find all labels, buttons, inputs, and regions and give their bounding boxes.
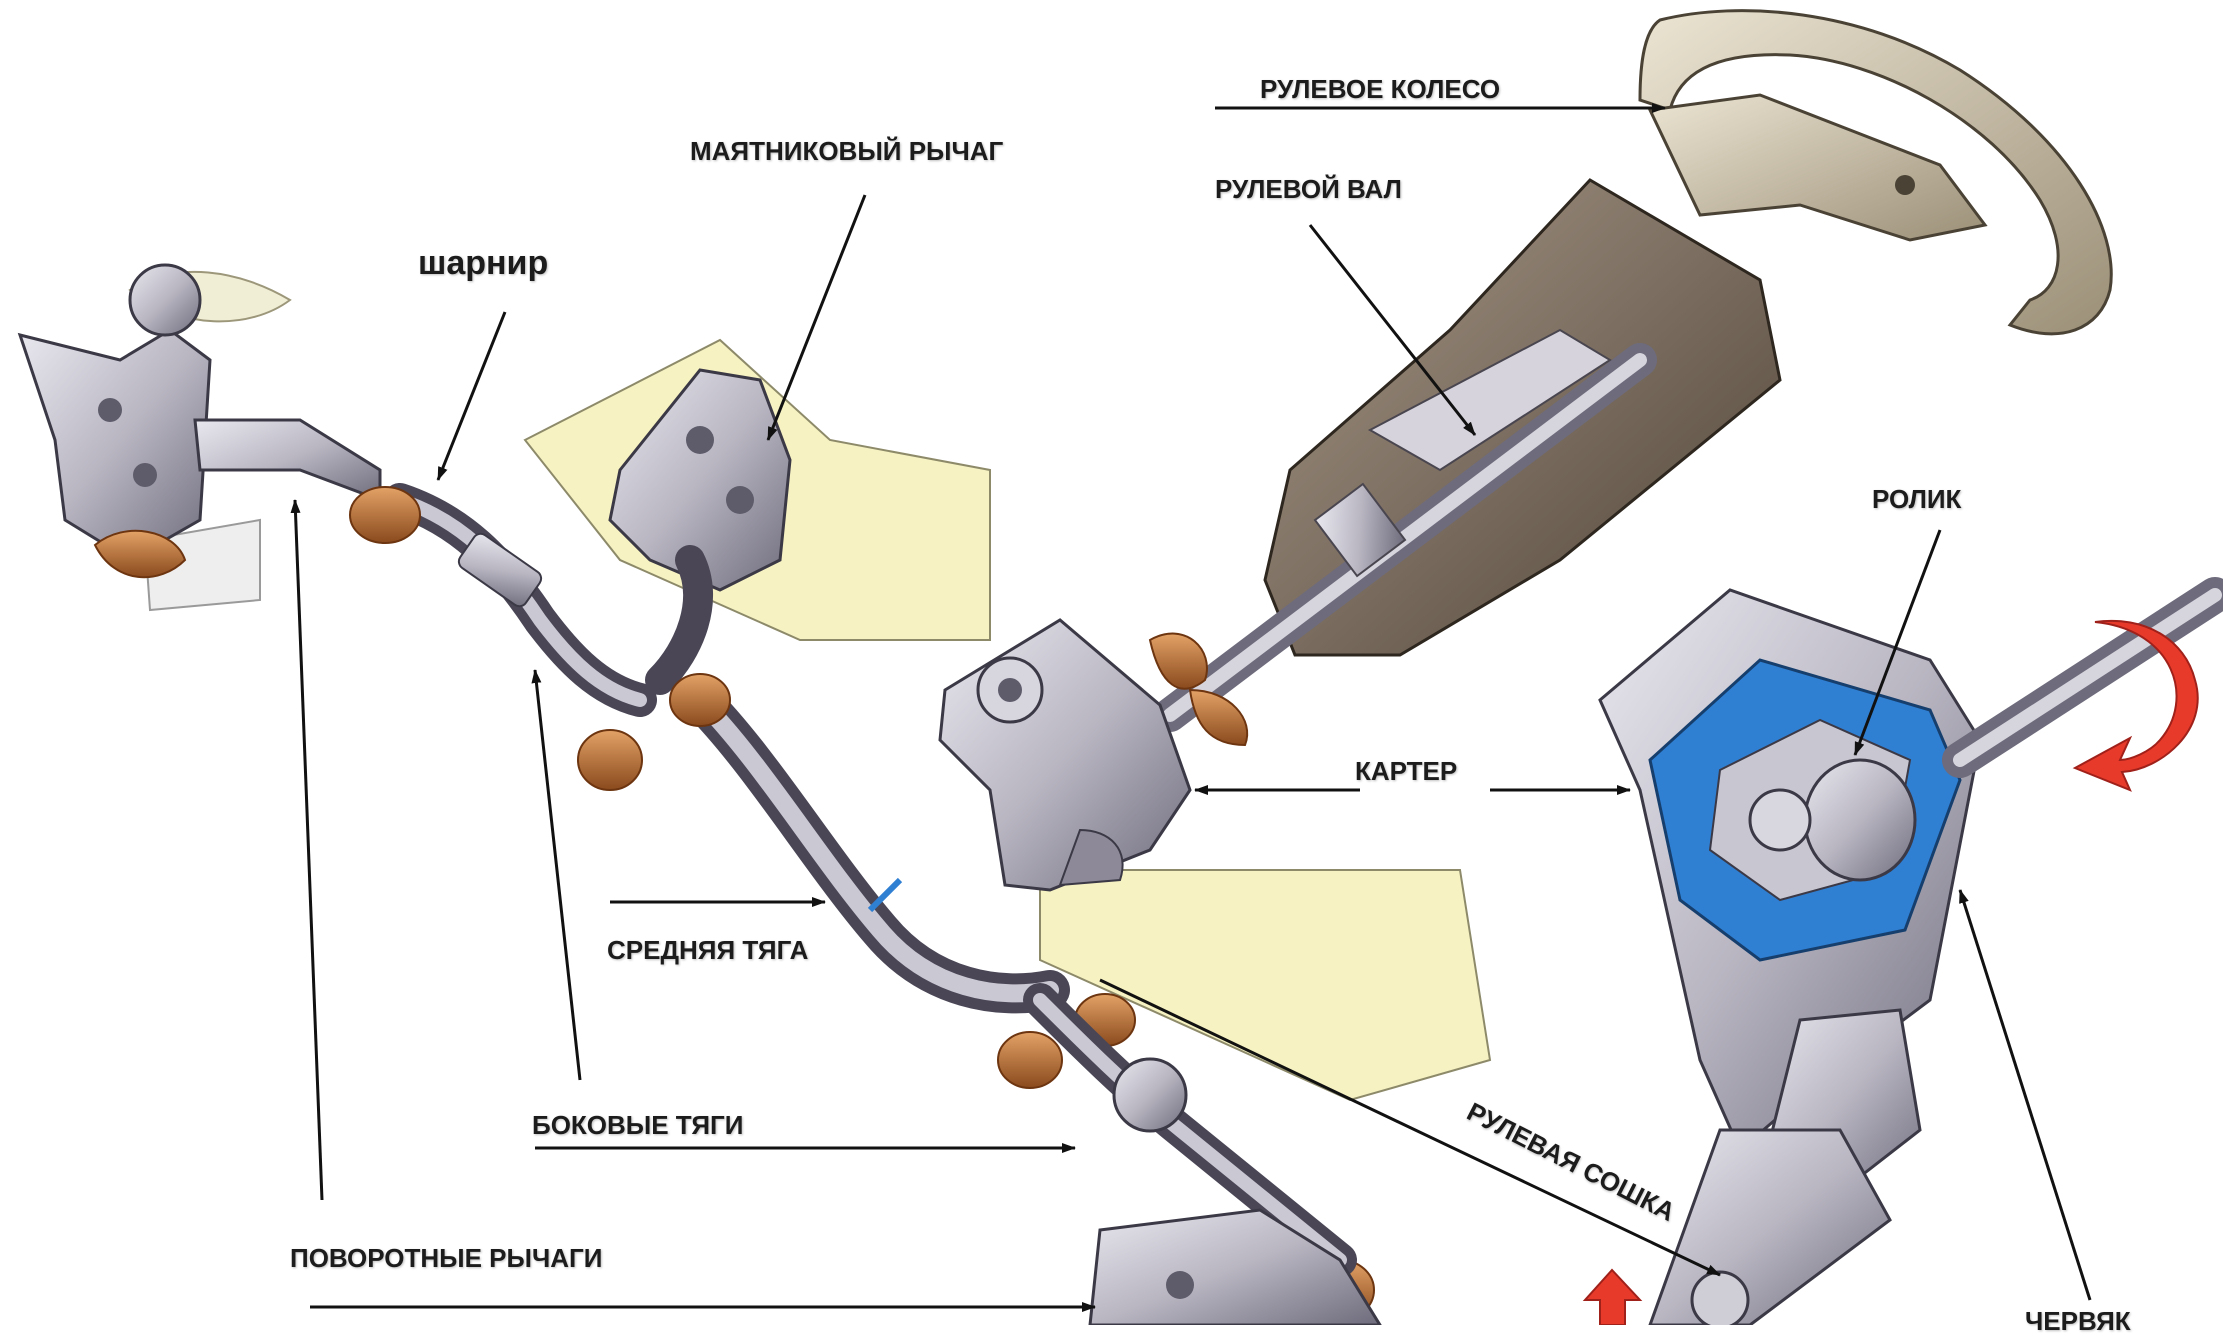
- leader-chervyak: [1958, 889, 2092, 1301]
- leader-rolik: [1853, 529, 1942, 756]
- leader-sharnir: [436, 311, 507, 481]
- leader-bokovye-tyagi-up: [531, 669, 582, 1081]
- steering-shaft: [1148, 343, 1657, 747]
- leader-rulevaya-soshka: [1099, 978, 1721, 1277]
- up-arrow-icon: [1582, 1268, 1643, 1325]
- curved-arrow-icon: [2072, 619, 2199, 792]
- label-rulevoe-koleso: РУЛЕВОЕ КОЛЕСО: [1260, 74, 1501, 104]
- label-karter: КАРТЕР: [1355, 756, 1458, 786]
- label-rulevoy-val: РУЛЕВОЙ ВАЛ: [1215, 174, 1402, 204]
- label-mayatnikovy-rychag: МАЯТНИКОВЫЙ РЫЧАГ: [690, 136, 1004, 166]
- center-link: [680, 680, 1070, 1014]
- leader-lines: [290, 103, 2092, 1312]
- label-bokovye-tyagi: БОКОВЫЕ ТЯГИ: [532, 1110, 744, 1140]
- pitman-arm: [1648, 1128, 1892, 1325]
- leader-rulevoy-val: [1308, 224, 1477, 436]
- worm-gearbox: [1598, 577, 2223, 1202]
- leader-povorotnye-rychagi-up: [290, 499, 324, 1201]
- label-sharnir: шарнир: [418, 244, 549, 282]
- label-srednyaya-tyaga: СРЕДНЯЯ ТЯГА: [607, 935, 809, 965]
- body-panels: [128, 270, 1492, 1102]
- label-povorotnye-rychagi: ПОВОРОТНЫЕ РЫЧАГИ: [290, 1243, 603, 1273]
- left-tie-rod: [383, 483, 657, 717]
- leader-mayatnikovy-rychag: [766, 194, 867, 441]
- steering-wheel: [1638, 9, 2113, 336]
- right-tie-rod: [1023, 983, 1357, 1277]
- pendulum-arm: [608, 368, 792, 695]
- label-chervyak: ЧЕРВЯК: [2025, 1306, 2131, 1336]
- left-steering-knuckle: [17, 263, 382, 579]
- label-rolik: РОЛИК: [1872, 484, 1962, 514]
- central-steering-gearbox: [938, 618, 1192, 892]
- right-steering-knuckle: [1088, 1208, 1382, 1325]
